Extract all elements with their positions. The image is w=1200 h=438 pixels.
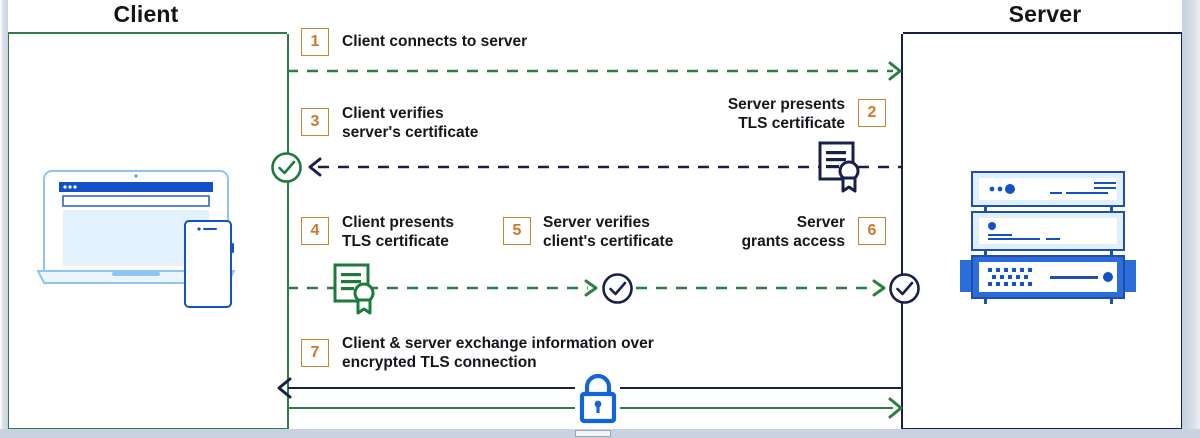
step-5-label: Server verifies client's certificate bbox=[543, 214, 674, 250]
page-scrollbar-right[interactable] bbox=[1182, 0, 1200, 438]
check-circle-icon-navy-step6 bbox=[887, 271, 922, 311]
certificate-icon-green bbox=[330, 262, 382, 321]
step-6-label: Server grants access bbox=[741, 214, 845, 250]
step-1-label: Client connects to server bbox=[342, 33, 528, 50]
page-scrollbar-bottom[interactable] bbox=[0, 429, 1200, 438]
client-title: Client bbox=[113, 1, 179, 27]
step-1-number: 1 bbox=[301, 28, 329, 56]
step-4-label: Client presents TLS certificate bbox=[342, 214, 454, 250]
step-6-number: 6 bbox=[858, 217, 886, 245]
step-4-number: 4 bbox=[301, 217, 329, 245]
step-7-number: 7 bbox=[301, 339, 329, 367]
lock-icon-blue bbox=[574, 370, 622, 435]
server-rack-icon bbox=[958, 168, 1148, 313]
step-3-number: 3 bbox=[301, 108, 329, 136]
certificate-icon-navy bbox=[815, 140, 867, 199]
step-3-label: Client verifies server's certificate bbox=[342, 105, 479, 141]
page-left-gutter bbox=[0, 0, 8, 438]
server-title: Server bbox=[1008, 1, 1082, 27]
step-7-label: Client & server exchange information ove… bbox=[342, 335, 654, 371]
laptop-and-phone-icon bbox=[30, 165, 260, 310]
scrollbar-thumb[interactable] bbox=[575, 430, 611, 437]
step-5-number: 5 bbox=[503, 217, 531, 245]
check-circle-icon-green bbox=[269, 150, 304, 190]
check-circle-icon-navy-step5 bbox=[600, 271, 635, 311]
step-2-number: 2 bbox=[858, 99, 886, 127]
step-2-label: Server presents TLS certificate bbox=[727, 96, 845, 132]
